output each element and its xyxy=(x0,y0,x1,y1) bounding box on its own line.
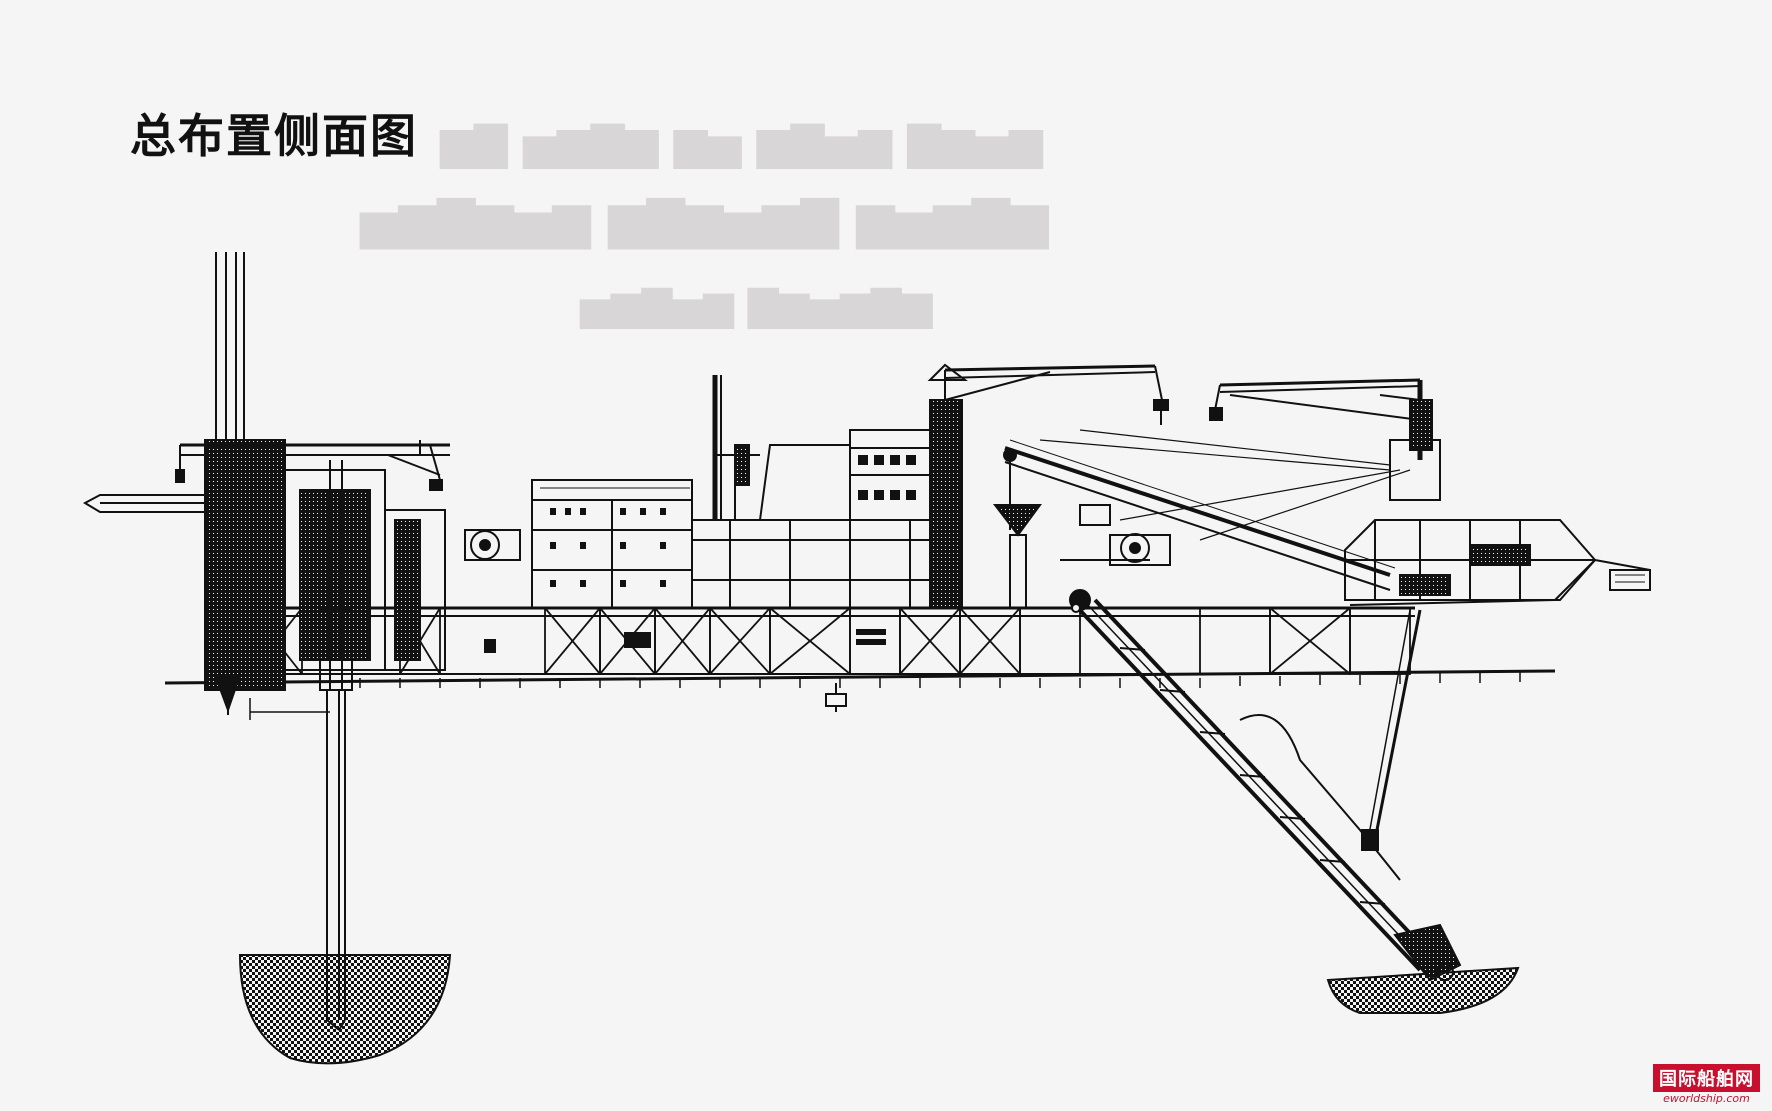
deck-crane-right xyxy=(1209,378,1441,501)
watermark-chinese: 国际船舶网 xyxy=(1653,1064,1760,1092)
drawing-title: 总布置侧面图 xyxy=(130,109,418,163)
accommodation-block xyxy=(464,479,963,609)
ladder-sheave xyxy=(1071,603,1081,613)
cutter-ladder xyxy=(1069,589,1462,982)
mast xyxy=(712,375,760,520)
right-seabed-mound xyxy=(1326,966,1520,1014)
spud-pole-lower xyxy=(326,690,346,1031)
source-watermark: 国际船舶网 eworldship.com xyxy=(1653,1064,1760,1105)
bow-machinery xyxy=(175,439,450,715)
wheelhouse xyxy=(758,429,946,521)
watermark-url: eworldship.com xyxy=(1663,1092,1750,1105)
upper-conveyor xyxy=(1003,429,1411,591)
deck-crane-center xyxy=(927,363,1169,609)
stern-gantry xyxy=(1344,519,1651,606)
hopper-chute xyxy=(992,504,1171,609)
hull xyxy=(164,606,1556,720)
